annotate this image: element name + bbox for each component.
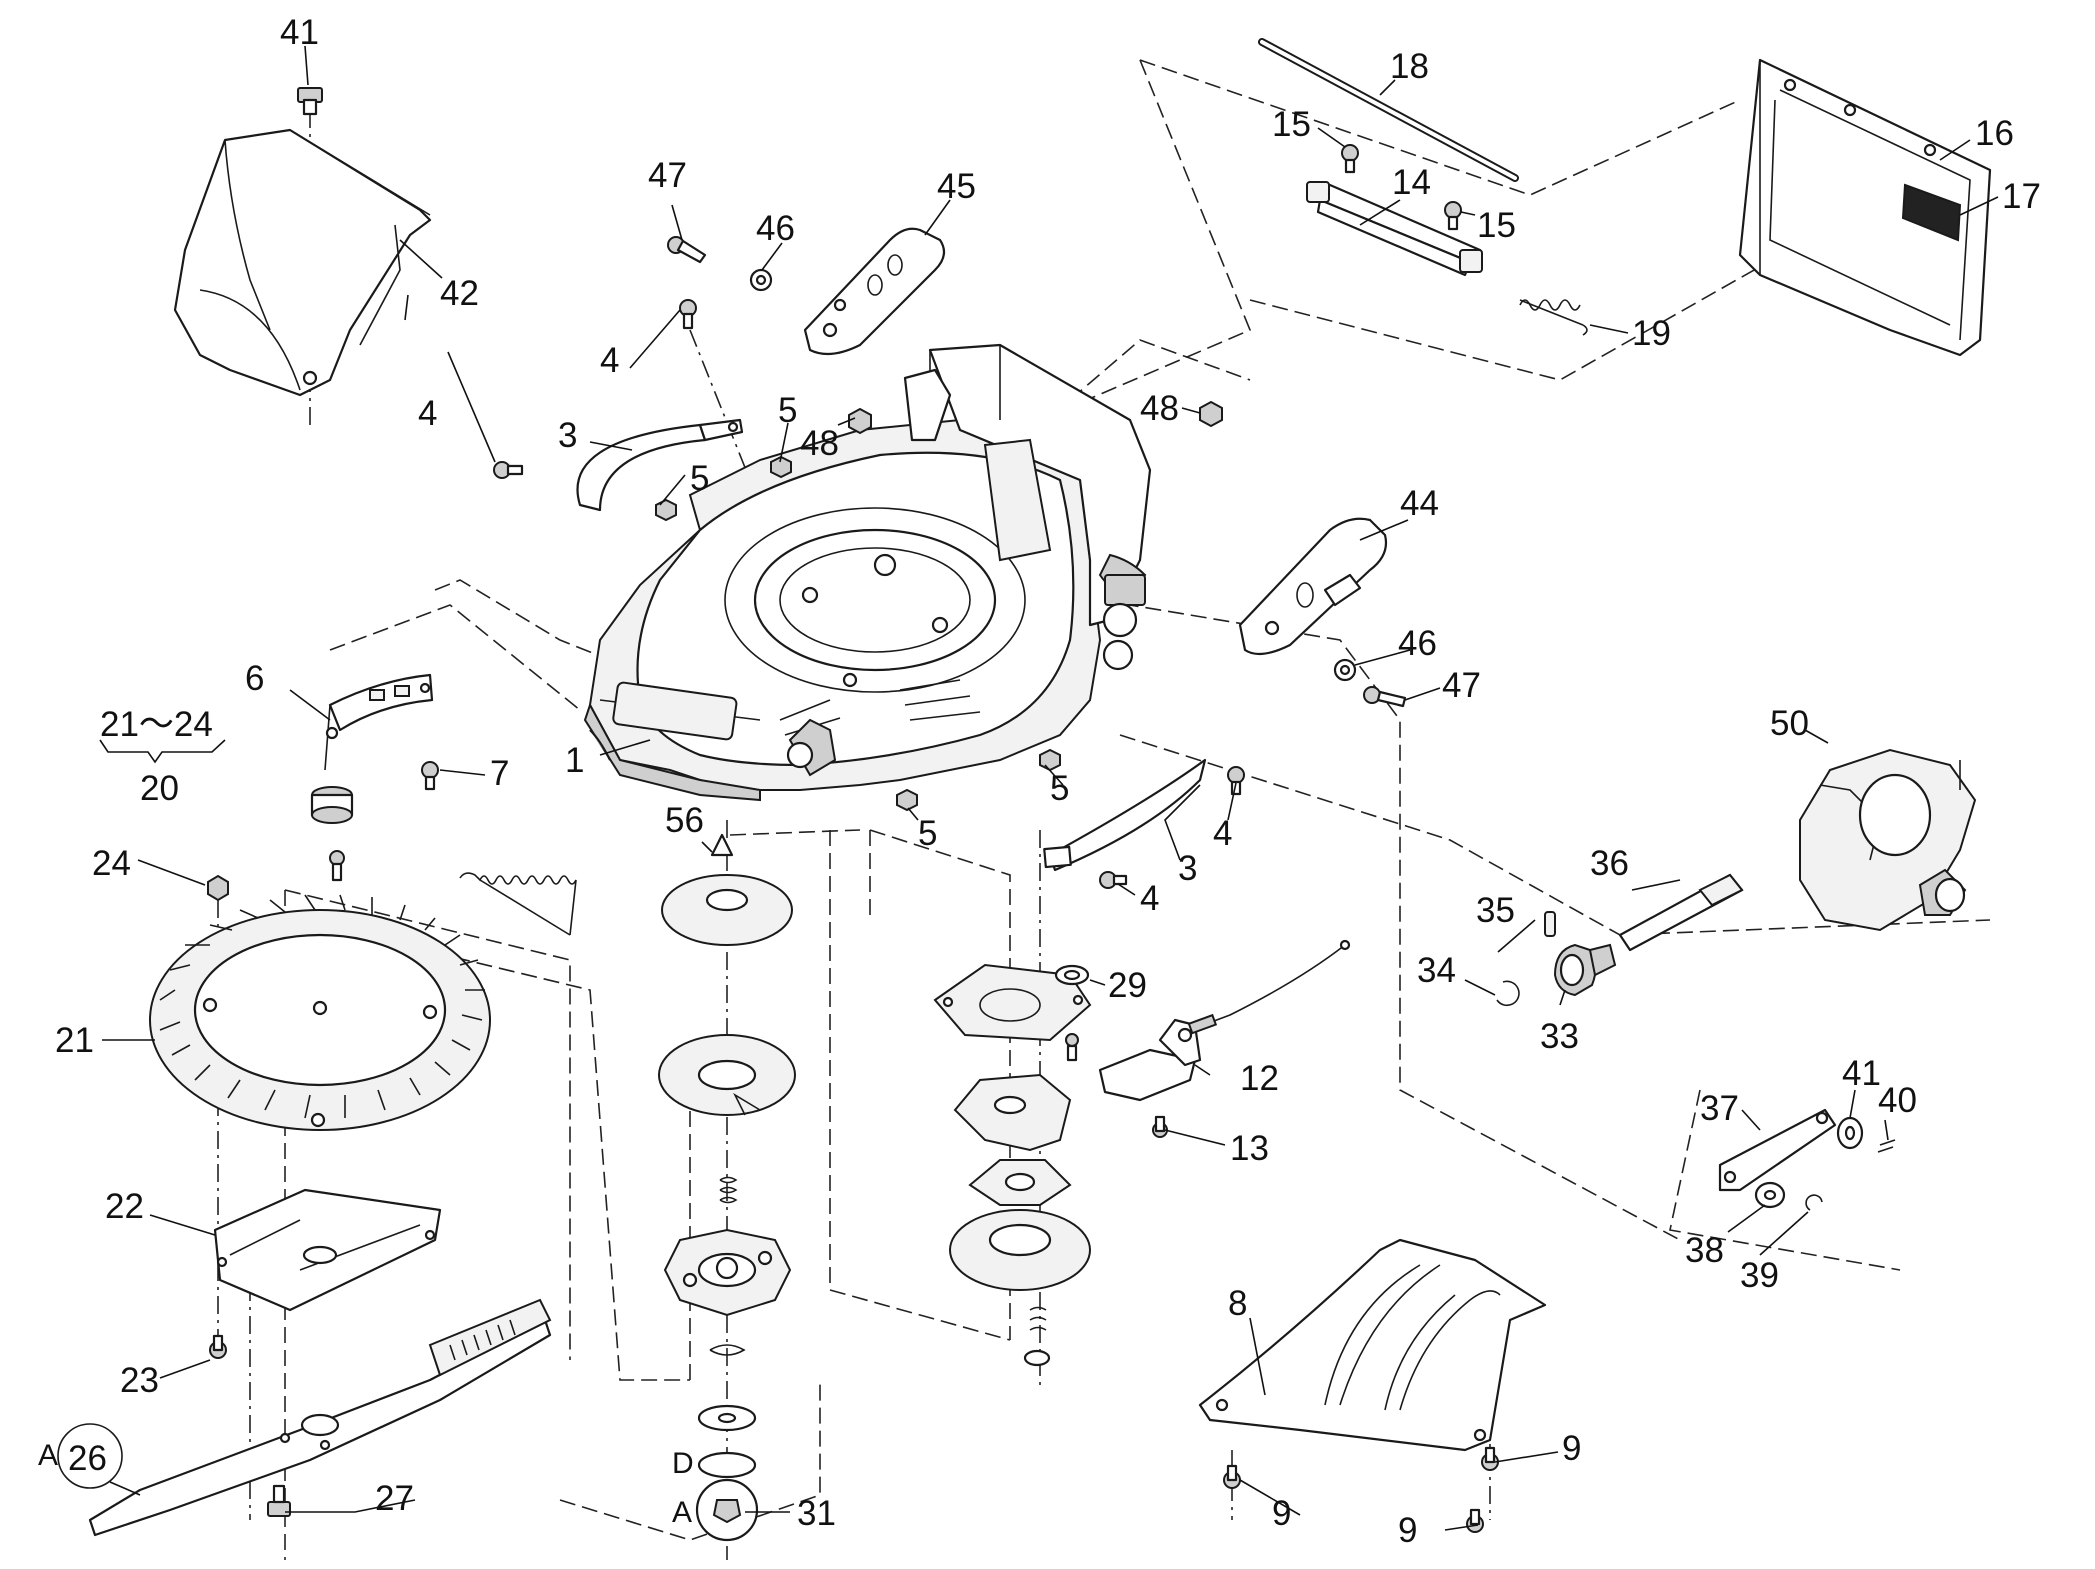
label-1: 1 bbox=[565, 741, 584, 780]
label-5: 5 bbox=[778, 391, 797, 430]
label-6: 6 bbox=[245, 659, 264, 698]
tension-spring bbox=[459, 872, 577, 936]
label-41: 41 bbox=[280, 13, 319, 52]
part-18-rod bbox=[1258, 38, 1519, 182]
ref-D: D bbox=[672, 1447, 694, 1480]
label-15: 15 bbox=[1272, 105, 1311, 144]
center-stack bbox=[658, 833, 796, 1542]
label-5: 5 bbox=[1050, 769, 1069, 808]
part-1-mower-deck bbox=[583, 343, 1152, 802]
label-29: 29 bbox=[1108, 966, 1147, 1005]
label-40: 40 bbox=[1878, 1081, 1917, 1120]
label-50: 50 bbox=[1770, 704, 1809, 743]
label-48: 48 bbox=[800, 424, 839, 463]
label-26: 26 bbox=[68, 1439, 107, 1478]
label-23: 23 bbox=[120, 1361, 159, 1400]
label-4: 4 bbox=[418, 394, 437, 433]
part-16-rear-flap bbox=[1738, 58, 1992, 357]
label-45: 45 bbox=[937, 167, 976, 206]
label-4: 4 bbox=[1140, 879, 1159, 918]
label-39: 39 bbox=[1740, 1256, 1779, 1295]
label-13: 13 bbox=[1230, 1129, 1269, 1168]
part-37-arm bbox=[1718, 1108, 1896, 1211]
label-21: 21 bbox=[55, 1021, 94, 1060]
label-24: 24 bbox=[92, 844, 131, 883]
bolts-24-23-27 bbox=[207, 874, 291, 1517]
part-6-bracket bbox=[324, 673, 434, 771]
right-stack bbox=[933, 963, 1092, 1367]
ref-A: A bbox=[38, 1439, 58, 1472]
label-35: 35 bbox=[1476, 891, 1515, 930]
label-31: 31 bbox=[797, 1494, 836, 1533]
part-42-deflector bbox=[173, 128, 432, 397]
small-bolt bbox=[329, 850, 345, 882]
label-47: 47 bbox=[648, 156, 687, 195]
label-46: 46 bbox=[1398, 624, 1437, 663]
label-56: 56 bbox=[665, 801, 704, 840]
reference-circles bbox=[57, 1423, 756, 1489]
label-8: 8 bbox=[1228, 1284, 1247, 1323]
label-14: 14 bbox=[1392, 163, 1431, 202]
label-3: 3 bbox=[1178, 849, 1197, 888]
label-48: 48 bbox=[1140, 389, 1179, 428]
label-41: 41 bbox=[1842, 1054, 1881, 1093]
part-19-spring bbox=[1519, 299, 1588, 336]
label-44: 44 bbox=[1400, 484, 1439, 523]
label-15: 15 bbox=[1477, 206, 1516, 245]
label-5: 5 bbox=[690, 459, 709, 498]
part-labels: 41 42 4 3 4 5 5 48 48 47 46 45 15 14 15 … bbox=[38, 13, 2041, 1550]
fasteners bbox=[493, 236, 1407, 889]
label-17: 17 bbox=[2002, 177, 2041, 216]
label-3: 3 bbox=[558, 416, 577, 455]
label-9: 9 bbox=[1562, 1429, 1581, 1468]
label-9: 9 bbox=[1272, 1494, 1291, 1533]
label-16: 16 bbox=[1975, 114, 2014, 153]
label-5: 5 bbox=[918, 814, 937, 853]
group-bracket-20 bbox=[99, 739, 226, 764]
part-7-bolt bbox=[421, 761, 439, 791]
part-21-fan bbox=[149, 894, 491, 1131]
part-9-bolts bbox=[1223, 1446, 1499, 1533]
part-50-gearbox bbox=[1799, 748, 1977, 932]
label-37: 37 bbox=[1700, 1089, 1739, 1128]
label-22: 22 bbox=[105, 1187, 144, 1226]
label-19: 19 bbox=[1632, 314, 1671, 353]
part-8-shield bbox=[1198, 1238, 1547, 1452]
axle-parts bbox=[1496, 873, 1744, 1007]
label-7: 7 bbox=[490, 754, 509, 793]
label-4: 4 bbox=[600, 341, 619, 380]
label-46: 46 bbox=[756, 209, 795, 248]
grommet bbox=[310, 786, 354, 824]
part-12-bracket bbox=[1098, 939, 1351, 1138]
part-44-side-cover bbox=[1238, 517, 1388, 656]
part-14-bracket bbox=[1306, 181, 1483, 277]
part-45-rear-cover bbox=[803, 227, 946, 356]
ref-A: A bbox=[672, 1496, 692, 1529]
label-21-24-range: 21～24 bbox=[100, 705, 213, 744]
part-17-label bbox=[1901, 183, 1962, 242]
label-36: 36 bbox=[1590, 844, 1629, 883]
part-41-bolt bbox=[297, 87, 323, 116]
label-47: 47 bbox=[1442, 666, 1481, 705]
label-20: 20 bbox=[140, 769, 179, 808]
part-3-upper-guard bbox=[576, 418, 744, 512]
part-15-screws bbox=[1341, 144, 1462, 231]
label-9: 9 bbox=[1398, 1511, 1417, 1550]
label-34: 34 bbox=[1417, 951, 1456, 990]
label-27: 27 bbox=[375, 1479, 414, 1518]
label-33: 33 bbox=[1540, 1017, 1579, 1056]
label-12: 12 bbox=[1240, 1059, 1279, 1098]
label-38: 38 bbox=[1685, 1231, 1724, 1270]
part-3-lower-guard bbox=[1043, 758, 1207, 872]
part-26-blade bbox=[88, 1298, 552, 1537]
label-42: 42 bbox=[440, 274, 479, 313]
leader-lines bbox=[102, 45, 1999, 1531]
part-22-plate bbox=[213, 1188, 442, 1312]
label-4: 4 bbox=[1213, 814, 1232, 853]
label-18: 18 bbox=[1390, 47, 1429, 86]
